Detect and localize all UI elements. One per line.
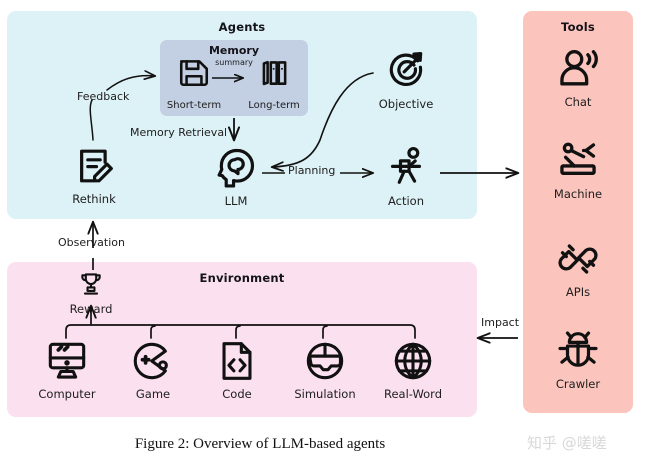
memory-summary-label: summary	[215, 58, 253, 67]
edge-label-planning: Planning	[288, 164, 336, 177]
figure-caption: Figure 2: Overview of LLM-based agents	[134, 436, 386, 452]
robot-arm-icon	[540, 140, 616, 186]
node-short-term: Short-term	[164, 55, 224, 112]
real-word-label: Real-Word	[383, 387, 443, 401]
pacman-game-icon	[116, 340, 190, 386]
memory-title: Memory	[208, 44, 260, 57]
node-code: Code	[200, 340, 274, 401]
game-label: Game	[135, 387, 171, 401]
long-term-label: Long-term	[248, 100, 300, 111]
short-term-label: Short-term	[166, 100, 222, 111]
node-computer: Computer	[30, 340, 104, 401]
agents-panel-title: Agents	[218, 20, 266, 34]
tools-panel-title: Tools	[561, 20, 595, 34]
running-person-icon	[368, 145, 444, 193]
node-rethink: Rethink	[56, 145, 132, 206]
objective-label: Objective	[378, 97, 434, 111]
node-objective: Objective	[368, 48, 444, 111]
edge-label-memory-retrieval: Memory Retrieval	[130, 126, 228, 139]
llm-label: LLM	[224, 194, 248, 208]
node-long-term: Long-term	[244, 55, 304, 112]
bug-icon	[540, 330, 616, 376]
edge-label-observation: Observation	[58, 236, 125, 249]
head-brain-icon	[198, 145, 274, 193]
edge-label-impact: Impact	[481, 316, 520, 329]
node-simulation: Simulation	[286, 340, 364, 401]
action-label: Action	[387, 194, 425, 208]
globe-icon	[374, 340, 452, 386]
plug-connector-icon	[540, 238, 616, 284]
node-action: Action	[368, 145, 444, 208]
simulation-label: Simulation	[294, 387, 356, 401]
person-speaking-icon	[540, 48, 616, 94]
archive-books-icon	[244, 55, 304, 93]
node-real-word: Real-Word	[374, 340, 452, 401]
chat-label: Chat	[564, 95, 592, 109]
node-llm: LLM	[198, 145, 274, 208]
environment-panel: Environment	[7, 262, 477, 417]
trophy-icon	[56, 271, 126, 301]
vr-headset-icon	[286, 340, 364, 386]
apis-label: APIs	[565, 285, 591, 299]
computer-label: Computer	[38, 387, 96, 401]
rethink-label: Rethink	[72, 192, 116, 206]
crawler-label: Crawler	[555, 377, 601, 391]
environment-panel-title: Environment	[199, 271, 285, 285]
node-apis: APIs	[540, 238, 616, 299]
node-chat: Chat	[540, 48, 616, 109]
watermark: 知乎 @嗟嗟	[527, 434, 607, 452]
node-game: Game	[116, 340, 190, 401]
machine-label: Machine	[553, 187, 603, 201]
document-pencil-icon	[56, 145, 132, 191]
reward-label: Reward	[69, 302, 113, 316]
code-label: Code	[222, 387, 252, 401]
node-machine: Machine	[540, 140, 616, 201]
target-arrow-icon	[368, 48, 444, 96]
desktop-monitor-icon	[30, 340, 104, 386]
node-crawler: Crawler	[540, 330, 616, 391]
code-file-icon	[200, 340, 274, 386]
edge-label-feedback: Feedback	[77, 90, 130, 103]
node-reward: Reward	[56, 271, 126, 316]
floppy-disk-icon	[164, 55, 224, 93]
